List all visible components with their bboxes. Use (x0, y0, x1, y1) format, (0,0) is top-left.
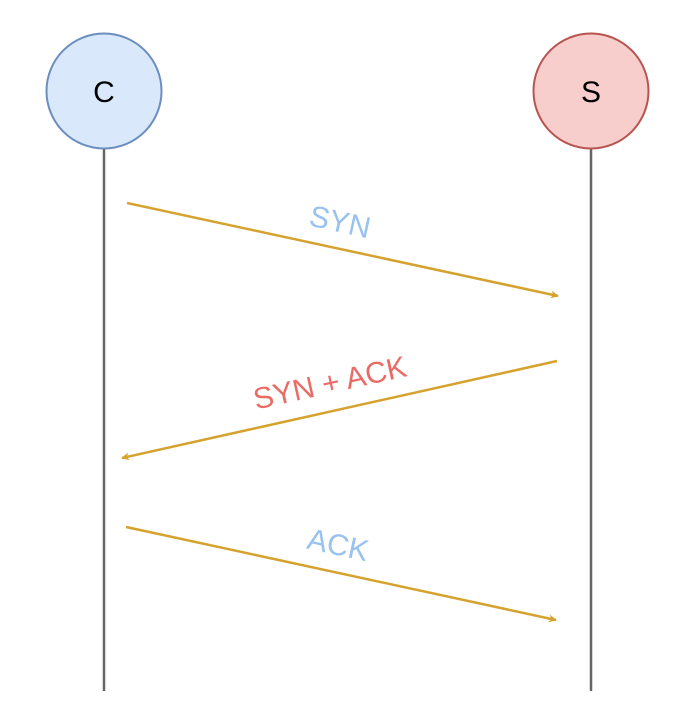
ack-arrow[interactable] (125, 525, 557, 623)
server-node-label: S (581, 76, 601, 109)
message-syn[interactable]: SYN (126, 200, 559, 299)
participant-client[interactable]: C (45, 32, 163, 150)
participant-server[interactable]: S (532, 32, 650, 150)
syn-label: SYN (306, 200, 373, 245)
client-node-circle[interactable] (45, 32, 163, 150)
syn-ack-label: SYN + ACK (250, 351, 409, 417)
client-node-label: C (93, 76, 115, 109)
message-syn-ack[interactable]: SYN + ACK (121, 351, 558, 461)
syn-arrow[interactable] (126, 201, 559, 299)
syn-ack-arrow[interactable] (121, 359, 558, 461)
message-ack[interactable]: ACK (125, 523, 557, 623)
server-node-circle[interactable] (532, 32, 650, 150)
ack-label: ACK (304, 523, 371, 568)
